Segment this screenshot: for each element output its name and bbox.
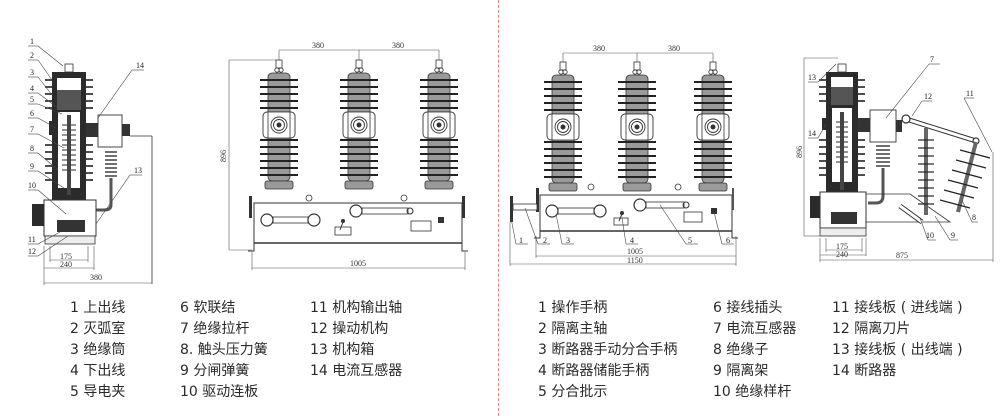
dim-label: 380 [668,44,680,53]
legend-item: 12 操动机构 [310,321,389,337]
callout-label: 1 [519,236,523,245]
legend-item: 8 绝缘子 [713,342,769,358]
callout-label: 6 [30,109,34,118]
dim-label: 175 [836,242,848,251]
callout-label: 6 [726,236,730,245]
callout-label: 11 [28,235,36,244]
pole-c [693,61,733,192]
dim-label: 1005 [627,247,643,256]
callout-label: 4 [630,236,634,245]
panel-divider [498,0,499,416]
legend-item: 5 分合批示 [538,384,608,400]
callout-label: 10 [28,181,36,190]
legend-item: 13 机构箱 [310,342,375,358]
callout-label: 7 [30,125,34,134]
legend-item: 7 绝缘拉杆 [180,321,250,337]
pole-b [339,59,379,190]
callout-label: 9 [30,162,34,171]
pole-a [543,61,583,192]
callout-label: 3 [566,236,570,245]
callout-label: 8 [30,144,34,153]
legend-right-col2: 6 接线插头 7 电流互感器 8 绝缘子 9 隔离架 10 绝缘样杆 [713,298,796,403]
legend-item: 12 隔离刀片 [832,321,911,337]
callout-label: 2 [30,51,34,60]
callout-label: 10 [926,231,934,240]
dim-label: 380 [90,273,102,282]
dim-label: 1150 [627,256,643,265]
legend-left-col2: 6 软联结 7 绝缘拉杆 8. 触头压力簧 9 分闸弹簧 10 驱动连板 [180,298,268,403]
legend-item: 13 接线板 ( 出线端 ) [832,342,963,358]
legend-item: 9 隔离架 [713,363,769,379]
right-front-view: 380 380 1005 1150 [509,44,738,266]
dim-label: 240 [836,250,848,259]
legend-item: 2 灭弧室 [70,321,126,337]
dim-label: 175 [60,252,72,261]
legend-item: 11 接线板 ( 进线端 ) [832,300,963,316]
callout-label: 5 [30,95,34,104]
legend-item: 5 导电夹 [70,384,126,400]
callout-label: 9 [951,231,955,240]
callout-label: 14 [136,61,144,70]
legend-item: 9 分闸弹簧 [180,363,250,379]
callout-label: 11 [966,89,974,98]
dim-label: 240 [60,260,72,269]
pole-a [259,59,299,190]
dim-label: 875 [896,251,908,260]
left-side-view: 175 240 380 1 2 3 4 5 6 7 8 9 10 11 [28,37,153,285]
legend-right-col1: 1 操作手柄 2 隔离主轴 3 断路器手动分合手柄 4 断路器储能手柄 5 分合… [538,298,677,403]
callout-label: 4 [30,84,34,93]
legend-item: 14 断路器 [832,363,897,379]
legend-item: 7 电流互感器 [713,321,797,337]
pole-c [419,59,459,190]
dim-label: 896 [795,146,804,158]
callout-label: 7 [930,55,934,64]
legend-item: 10 驱动连板 [180,384,259,400]
pole-b [617,61,657,192]
dim-label: 1005 [350,259,366,268]
callout-label: 12 [28,247,36,256]
callout-label: 14 [808,129,816,138]
callout-label: 8 [972,213,976,222]
legend-item: 3 绝缘筒 [70,342,126,358]
callout-label: 5 [688,236,692,245]
legend-item: 6 接线插头 [713,300,783,316]
right-side-view: 896 175 240 875 7 8 9 10 11 12 13 14 [795,55,994,262]
technical-drawings: 175 240 380 1 2 3 4 5 6 7 8 9 10 11 [28,37,994,285]
legend-item: 2 隔离主轴 [538,321,608,337]
legend-item: 6 软联结 [180,300,236,316]
left-front-view: 380 380 896 1005 [219,41,468,270]
legend-item: 11 机构输出轴 [310,300,403,316]
legend-item: 1 上出线 [70,300,126,316]
legend-item: 3 断路器手动分合手柄 [538,342,678,358]
legend-right-col3: 11 接线板 ( 进线端 ) 12 隔离刀片 13 接线板 ( 出线端 ) 14… [832,298,963,382]
legend-item: 1 操作手柄 [538,300,608,316]
dim-label: 380 [593,44,605,53]
operating-handle [510,196,513,222]
dim-label: 380 [312,41,324,50]
callout-label: 1 [30,37,34,46]
legend-left-col3: 11 机构输出轴 12 操动机构 13 机构箱 14 电流互感器 [310,298,402,382]
legend-item: 10 绝缘样杆 [713,384,792,400]
dim-label: 896 [219,150,228,162]
callout-label: 2 [543,236,547,245]
dim-label: 380 [392,41,404,50]
legend-left-col1: 1 上出线 2 灭弧室 3 绝缘筒 4 下出线 5 导电夹 [70,298,125,403]
legend-item: 4 断路器储能手柄 [538,363,650,379]
callout-label: 3 [30,68,34,77]
legend-item: 14 电流互感器 [310,363,403,379]
legend-item: 4 下出线 [70,363,126,379]
legend-item: 8. 触头压力簧 [180,342,268,358]
callout-label: 12 [924,92,932,101]
callout-label: 13 [134,166,142,175]
callout-label: 13 [808,73,816,82]
